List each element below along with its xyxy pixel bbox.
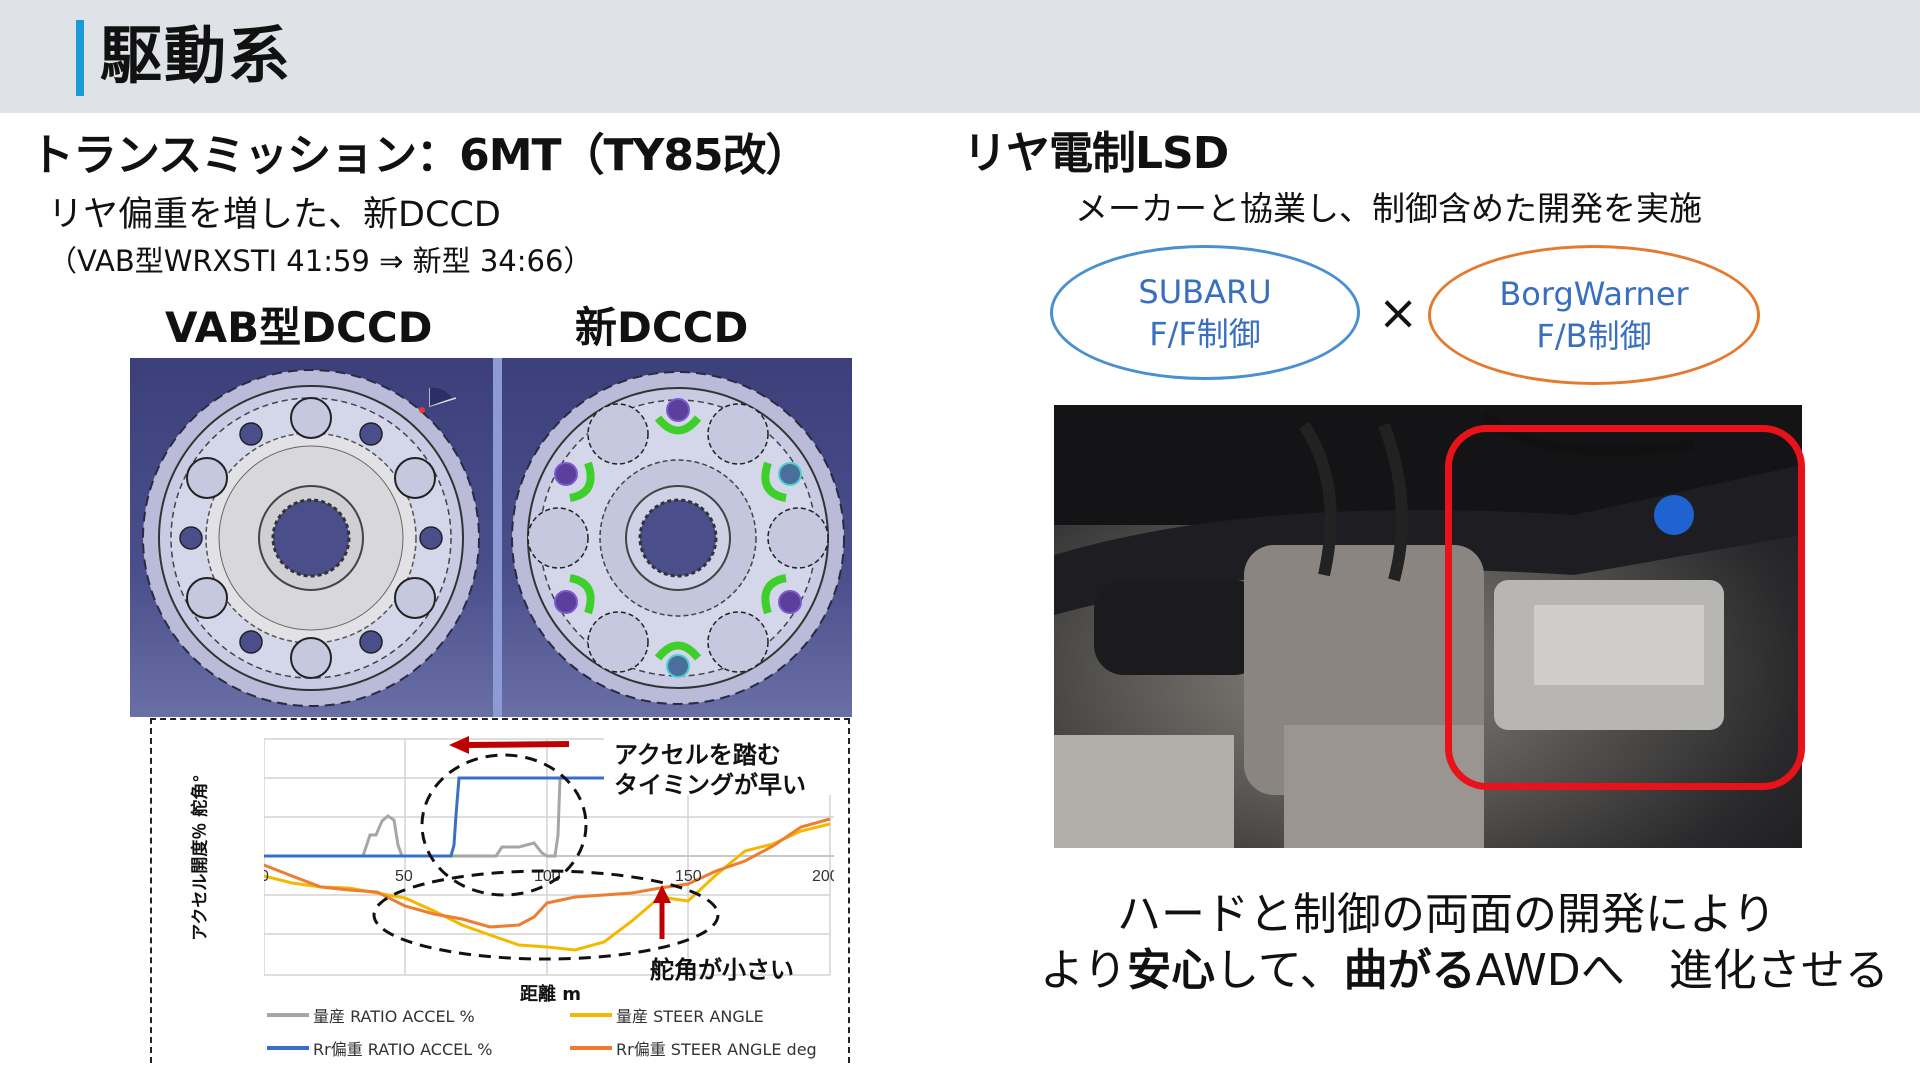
- lsd-photo-illustration: [1054, 405, 1802, 848]
- chart-x-axis-label: 距離 m: [520, 984, 582, 1005]
- lsd-highlight-frame: [1445, 425, 1805, 790]
- accel-steer-chart: 0 50 100 150 200: [260, 735, 839, 980]
- lsd-installation-photo: [1054, 405, 1802, 848]
- legend-item-rr-steer: Rr偏重 STEER ANGLE deg: [570, 1036, 817, 1060]
- legend-swatch: [570, 1046, 612, 1050]
- annotation-accel-line1: アクセルを踏む: [614, 741, 781, 769]
- legend-swatch: [267, 1013, 309, 1017]
- legend-item-production-steer: 量産 STEER ANGLE: [570, 1003, 764, 1027]
- vab-dccd-image: [130, 358, 493, 717]
- lsd-heading: リヤ電制LSD: [963, 128, 1229, 179]
- chart-frame: [150, 718, 850, 1063]
- partner-role: F/B制御: [1536, 317, 1652, 355]
- conclusion-line-1: ハードと制御の両面の開発により: [1117, 889, 1777, 940]
- new-dccd-label: 新DCCD: [575, 303, 749, 352]
- x-tick-200: 200: [812, 868, 834, 885]
- legend-swatch: [267, 1046, 309, 1050]
- vab-dccd-label: VAB型DCCD: [165, 303, 433, 352]
- lsd-subheading: メーカーと協業し、制御含めた開発を実施: [1075, 189, 1702, 228]
- annotation-accel-line2: タイミングが早い: [614, 771, 806, 799]
- gear-drawing-icon: [511, 371, 845, 705]
- partner-name: SUBARU: [1138, 272, 1272, 311]
- header-bar: [0, 0, 1920, 113]
- annotation-steer: 舵角が小さい: [650, 956, 794, 984]
- x-tick-50: 50: [395, 868, 413, 885]
- conclusion-line-2: より安心して、曲がるAWDへ 進化させる: [1040, 945, 1889, 996]
- header-accent-bar: [76, 20, 84, 96]
- emphasis-anshin: 安心: [1127, 945, 1216, 996]
- partner-role: F/F制御: [1149, 314, 1261, 353]
- emphasis-magaru: 曲がる: [1343, 945, 1476, 996]
- chart-y-axis-label: アクセル開度％ 舵角°: [190, 774, 211, 941]
- page-title: 駆動系: [100, 19, 293, 92]
- legend-item-rr-accel: Rr偏重 RATIO ACCEL %: [267, 1036, 492, 1060]
- subaru-oval: SUBARU F/F制御: [1050, 245, 1360, 380]
- x-tick-150: 150: [675, 868, 702, 885]
- ratio-note: （VAB型WRXSTI 41:59 ⇒ 新型 34:66）: [48, 244, 593, 278]
- line-chart: 0 50 100 150 200: [260, 736, 839, 976]
- image-divider: [493, 358, 502, 717]
- x-tick-0: 0: [264, 868, 269, 885]
- borgwarner-oval: BorgWarner F/B制御: [1428, 245, 1760, 385]
- legend-item-production-accel: 量産 RATIO ACCEL %: [267, 1003, 475, 1027]
- transmission-heading: トランスミッション：6MT（TY85改）: [30, 130, 810, 181]
- partner-name: BorgWarner: [1499, 275, 1689, 313]
- gear-drawing-icon: [142, 369, 480, 707]
- dccd-subheading: リヤ偏重を増した、新DCCD: [48, 195, 501, 235]
- times-symbol: ×: [1378, 285, 1419, 341]
- legend-swatch: [570, 1013, 612, 1017]
- new-dccd-image: [502, 358, 852, 717]
